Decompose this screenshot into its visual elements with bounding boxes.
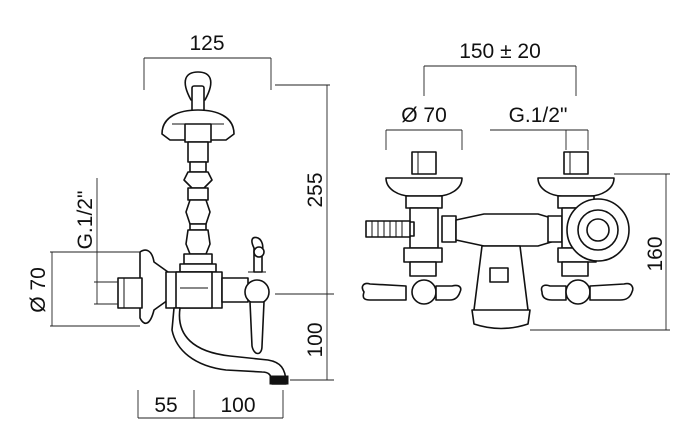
bath-spout: [171, 307, 287, 385]
dim-thread-left: [94, 178, 118, 305]
dim-label-255: 255: [304, 172, 327, 207]
lever-handle: [244, 236, 270, 355]
dim-label-160: 160: [644, 236, 667, 271]
side-view: 125 255 100 G.1/2" Ø 70: [27, 32, 334, 419]
riser-column: [179, 161, 217, 273]
dim-thread-right: [490, 129, 589, 150]
dim-160: [530, 173, 670, 331]
valve-body: [165, 271, 249, 309]
dim-label-100-vertical: 100: [304, 322, 327, 357]
dim-label-thread-left: G.1/2": [74, 191, 97, 250]
dim-label-100-horizontal: 100: [220, 394, 255, 417]
front-view: 150 ± 20 Ø 70 G.1/2" 160: [361, 40, 670, 331]
dim-255: [275, 84, 334, 295]
dim-label-diameter-left: Ø 70: [27, 267, 50, 313]
dim-label-125: 125: [189, 32, 224, 55]
threaded-inlet: [365, 220, 411, 238]
dim-label-thread-right: G.1/2": [509, 104, 568, 127]
dim-100-vertical: [290, 294, 334, 381]
dim-diameter-left: [50, 251, 140, 327]
wall-flange: [139, 249, 169, 324]
diverter-handle: [161, 71, 235, 163]
dim-150: [423, 65, 577, 96]
round-flange: [566, 198, 630, 262]
center-body: [441, 213, 563, 330]
dim-125: [143, 57, 272, 90]
dim-label-55: 55: [154, 394, 177, 417]
dim-label-150: 150 ± 20: [459, 40, 541, 63]
left-valve: [361, 151, 463, 305]
inlet-pipe: [117, 277, 143, 309]
dim-55-100-horizontal: [137, 390, 284, 419]
dim-diameter-right: [385, 129, 463, 150]
dim-label-diameter-right: Ø 70: [401, 104, 447, 127]
